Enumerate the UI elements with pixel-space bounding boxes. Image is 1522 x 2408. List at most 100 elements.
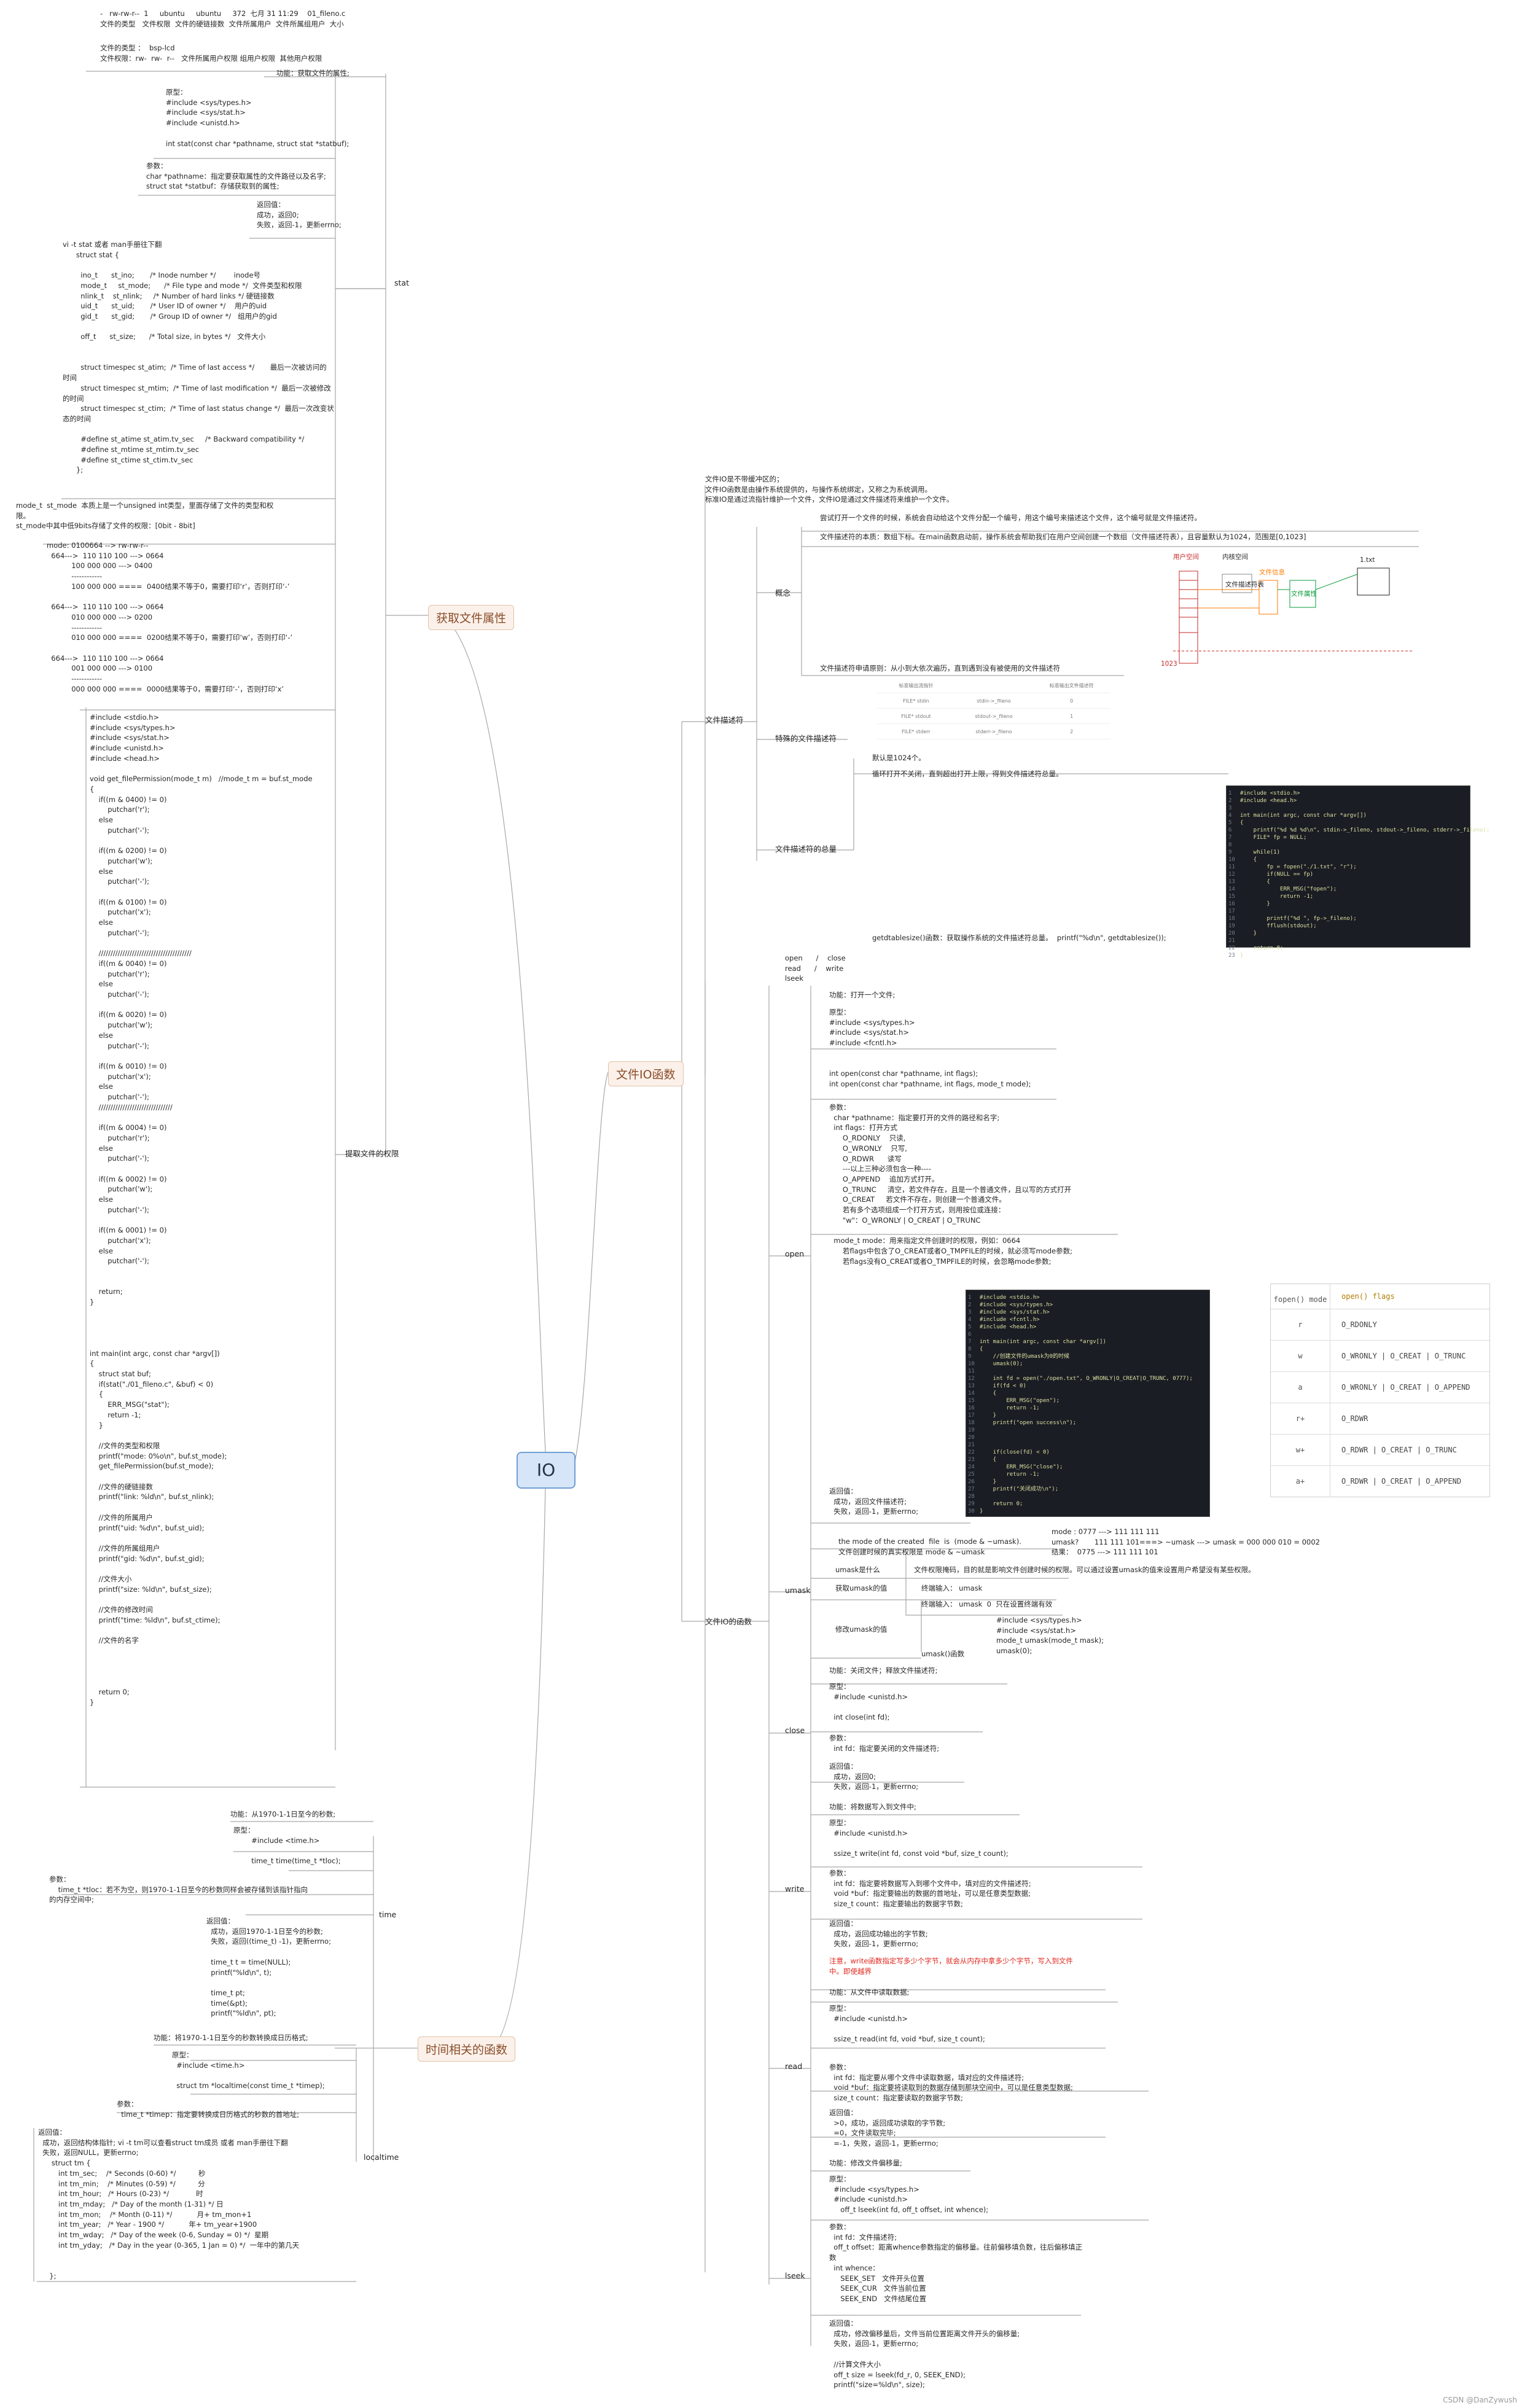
- file-perm-line: 文件权限：rw- rw- r-- 文件所属用户权限 组用户权限 其他用户权限: [100, 54, 322, 63]
- code-line: while(1): [1240, 849, 1281, 855]
- code-line: //创建文件的umask为0的时候: [980, 1354, 1070, 1360]
- localtime-return: 返回值： 成功，返回结构体指针; vi -t tm可以查看struct tm成员…: [38, 2128, 300, 2280]
- code-line-number: 17: [1228, 908, 1235, 914]
- code-line-number: 8: [1228, 842, 1232, 848]
- time-params: 参数： time_t *tloc：若不为空，则1970-1-1日至今的秒数同样会…: [49, 1875, 308, 1904]
- topic-get-file-attributes[interactable]: 获取文件属性: [428, 605, 515, 630]
- lseek-prototype: 原型： #include <sys/types.h> #include <uni…: [829, 2175, 989, 2215]
- close-params: 参数： int fd：指定要关闭的文件描述符;: [829, 1734, 940, 1753]
- code-line-number: 28: [968, 1494, 975, 1500]
- open-label[interactable]: open: [785, 1249, 805, 1258]
- umask-calc: mode : 0777 ---> 111 111 111 umask? 111 …: [1052, 1527, 1320, 1557]
- diagram-fd-table: 文件描述符表: [1225, 581, 1264, 588]
- file-type-line: 文件的类型 ： bsp-lcd: [100, 44, 175, 52]
- code-line-number: 29: [968, 1501, 975, 1507]
- concept-label[interactable]: 概念: [775, 588, 791, 598]
- code-line-number: 16: [1228, 901, 1235, 907]
- lseek-label[interactable]: lseek: [785, 2271, 805, 2280]
- write-label[interactable]: write: [785, 1884, 805, 1893]
- open-return: 返回值： 成功，返回文件描述符; 失败，返回-1，更新errno;: [829, 1487, 919, 1516]
- special-hdr-1: 标准输出流指针: [899, 682, 934, 688]
- close-function: 功能：关闭文件；释放文件描述符;: [829, 1666, 938, 1675]
- code-line-number: 19: [968, 1427, 975, 1433]
- code-line-number: 17: [968, 1412, 975, 1419]
- code-line-number: 18: [1228, 916, 1235, 922]
- code-line: fflush(stdout);: [1240, 923, 1317, 929]
- table-header-fopen: fopen() mode: [1271, 1284, 1330, 1309]
- code-line: {: [1240, 820, 1244, 826]
- watermark: CSDN @DanZywush: [1443, 2396, 1517, 2404]
- umask-get-label[interactable]: 获取umask的值: [835, 1584, 888, 1592]
- code-line: if(close(fd) < 0): [980, 1449, 1050, 1455]
- umask-what-label[interactable]: umask是什么: [835, 1565, 880, 1574]
- code-line: FILE* fp = NULL;: [1240, 835, 1307, 841]
- stat-label[interactable]: stat: [394, 278, 409, 287]
- code-line-number: 20: [968, 1435, 975, 1441]
- diagram-kernel-space: 内核空间: [1222, 553, 1248, 561]
- ls-line-2: 文件的类型 文件权限 文件的硬链接数 文件所属用户 文件所属组用户 大小: [100, 20, 344, 28]
- close-label[interactable]: close: [785, 1726, 805, 1735]
- code-line: #include <sys/stat.h>: [980, 1309, 1050, 1315]
- localtime-label[interactable]: localtime: [364, 2153, 399, 2162]
- code-line-number: 1: [1228, 790, 1232, 797]
- table-cell: O_WRONLY | O_CREAT | O_TRUNC: [1341, 1352, 1466, 1360]
- write-function: 功能：将数据写入到文件中;: [829, 1802, 916, 1811]
- code-line-number: 2: [1228, 798, 1232, 804]
- code-line-number: 13: [968, 1383, 975, 1389]
- read-return: 返回值： >0，成功，返回成功读取的字节数; =0，文件读取完毕; =-1，失败…: [829, 2108, 946, 2148]
- fd-total-2: 循环打开不关闭，直到超出打开上限，得到文件描述符总量。: [872, 770, 1063, 778]
- extract-permission-label[interactable]: 提取文件的权限: [345, 1149, 399, 1158]
- concept-2: 文件描述符的本质：数组下标。在main函数启动前，操作系统会帮助我们在用户空间创…: [820, 532, 1306, 541]
- code-line: return -1;: [980, 1405, 1040, 1411]
- file-io-functions-label[interactable]: 文件IO的函数: [705, 1617, 752, 1626]
- read-label[interactable]: read: [785, 2062, 803, 2071]
- special-cell: FILE* stdout: [901, 713, 931, 719]
- code-line-number: 13: [1228, 879, 1235, 885]
- code-line: int main(int argc, const char *argv[]): [980, 1339, 1106, 1345]
- special-fd-label[interactable]: 特殊的文件描述符: [775, 734, 837, 743]
- table-header-open: open() flags: [1341, 1292, 1395, 1301]
- code-line-number: 22: [1228, 945, 1235, 951]
- code-line-number: 3: [968, 1309, 972, 1315]
- special-cell: 1: [1070, 713, 1074, 719]
- code-line: #include <head.h>: [980, 1324, 1037, 1330]
- table-cell: a+: [1271, 1466, 1330, 1497]
- read-function: 功能：从文件中读取数据;: [829, 1988, 910, 1997]
- code-line: }: [980, 1479, 997, 1485]
- code-line-number: 19: [1228, 923, 1235, 929]
- special-cell: stdin->_fileno: [977, 698, 1011, 704]
- umask-func-label[interactable]: umask()函数: [921, 1650, 965, 1658]
- umask-set-label[interactable]: 修改umask的值: [835, 1625, 888, 1634]
- code-line: #include <stdio.h>: [1240, 790, 1300, 797]
- time-label[interactable]: time: [379, 1910, 397, 1919]
- lseek-params: 参数： int fd：文件描述符; off_t offset：距离whence参…: [829, 2223, 1083, 2303]
- root-node[interactable]: IO: [517, 1452, 576, 1489]
- code-line-number: 16: [968, 1405, 975, 1411]
- concept-3: 文件描述符申请原则：从小到大依次遍历，直到遇到没有被使用的文件描述符: [820, 664, 1060, 672]
- lseek-return: 返回值： 成功，修改偏移量后，文件当前位置距离文件开头的偏移量; 失败，返回-1…: [829, 2319, 1020, 2390]
- topic-time-functions[interactable]: 时间相关的函数: [418, 2036, 516, 2062]
- special-cell: 0: [1070, 698, 1074, 704]
- topic-file-io-functions[interactable]: 文件IO函数: [608, 1061, 684, 1086]
- code-line-number: 30: [968, 1508, 975, 1514]
- table-cell: w+: [1271, 1435, 1330, 1465]
- special-cell: stderr->_fileno: [975, 728, 1012, 734]
- special-hdr-2: 标准输出文件描述符: [1049, 682, 1094, 688]
- code-line-number: 9: [968, 1354, 972, 1360]
- fd-total-3: getdtablesize()函数：获取操作系统的文件描述符总量。 printf…: [872, 933, 1166, 942]
- fd-total-1: 默认是1024个。: [872, 754, 926, 762]
- fd-label[interactable]: 文件描述符: [705, 715, 744, 725]
- code-line-number: 10: [968, 1361, 975, 1367]
- file-io-intro: 文件IO是不带缓冲区的； 文件IO函数是由操作系统提供的，与操作系统绑定，又称之…: [705, 475, 954, 504]
- time-function: 功能：从1970-1-1日至今的秒数;: [230, 1810, 336, 1818]
- special-cell: FILE* stderr: [901, 728, 931, 734]
- fd-total-label[interactable]: 文件描述符的总量: [775, 844, 837, 854]
- localtime-params: 参数： time_t *timep：指定要转换成日历格式的秒数的首地址;: [117, 2100, 300, 2119]
- umask-label[interactable]: umask: [785, 1586, 811, 1595]
- lseek-function: 功能：修改文件偏移量;: [829, 2159, 902, 2167]
- write-note: 注意，write函数指定写多少个字节，就会从内存中拿多少个字节，写入到文件 中。…: [829, 1957, 1073, 1976]
- fd-table-diagram: [1173, 567, 1413, 664]
- diagram-file-attr: 文件属性: [1291, 590, 1317, 598]
